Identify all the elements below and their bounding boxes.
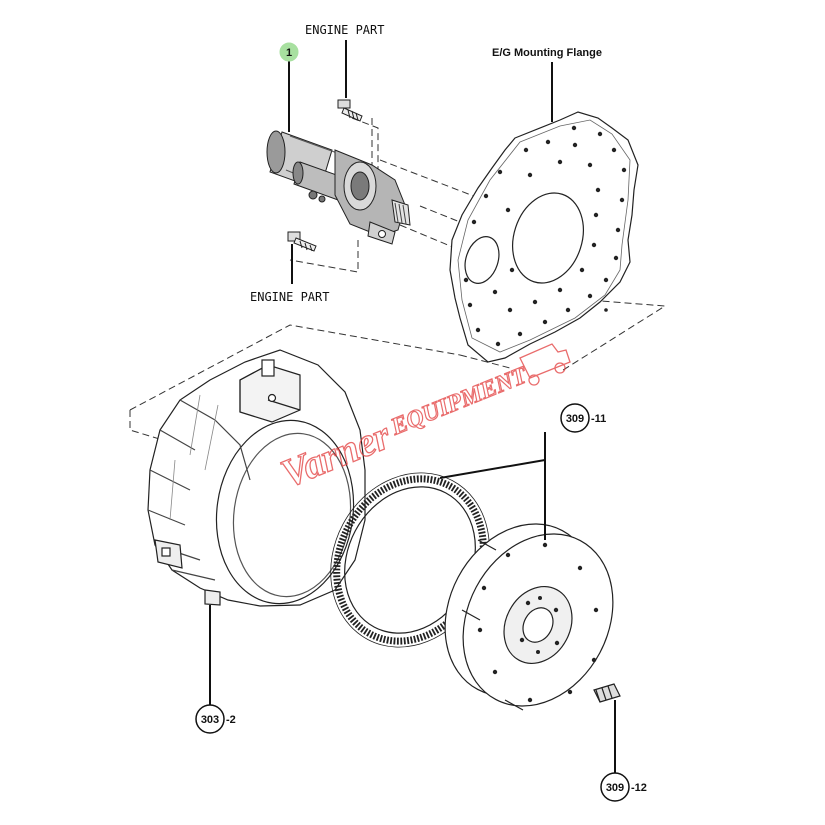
eg-mounting-flange xyxy=(449,62,639,363)
watermark-block: EQUIPMENT xyxy=(387,362,532,441)
callout-309-11-number: 309 xyxy=(566,413,584,425)
engine-part-bottom-bolt xyxy=(287,231,317,284)
callout-309-12-suffix: -12 xyxy=(631,782,647,794)
callout-303-suffix: -2 xyxy=(226,714,236,726)
callout-303-2: 303 -2 xyxy=(195,704,236,734)
callout-1-number: 1 xyxy=(286,47,292,59)
callout-309-11-suffix: -11 xyxy=(591,413,606,425)
engine-part-top-label: ENGINE PART xyxy=(305,23,384,37)
flywheel-housing xyxy=(147,349,366,705)
callout-309-12: 309 -12 xyxy=(600,772,647,802)
callout-1: 1 xyxy=(279,42,299,62)
starter-motor xyxy=(266,60,411,245)
watermark-truck-icon xyxy=(519,343,571,386)
engine-part-bottom-label: ENGINE PART xyxy=(250,290,329,304)
callout-309-11: 309 -11 xyxy=(560,403,606,433)
mounting-flange-label: E/G Mounting Flange xyxy=(492,47,602,59)
callout-309-12-number: 309 xyxy=(606,782,624,794)
flywheel xyxy=(444,523,621,773)
engine-part-top-bolt xyxy=(337,40,363,122)
callout-303-number: 303 xyxy=(201,714,219,726)
callout-309-11-leaders xyxy=(439,432,546,540)
